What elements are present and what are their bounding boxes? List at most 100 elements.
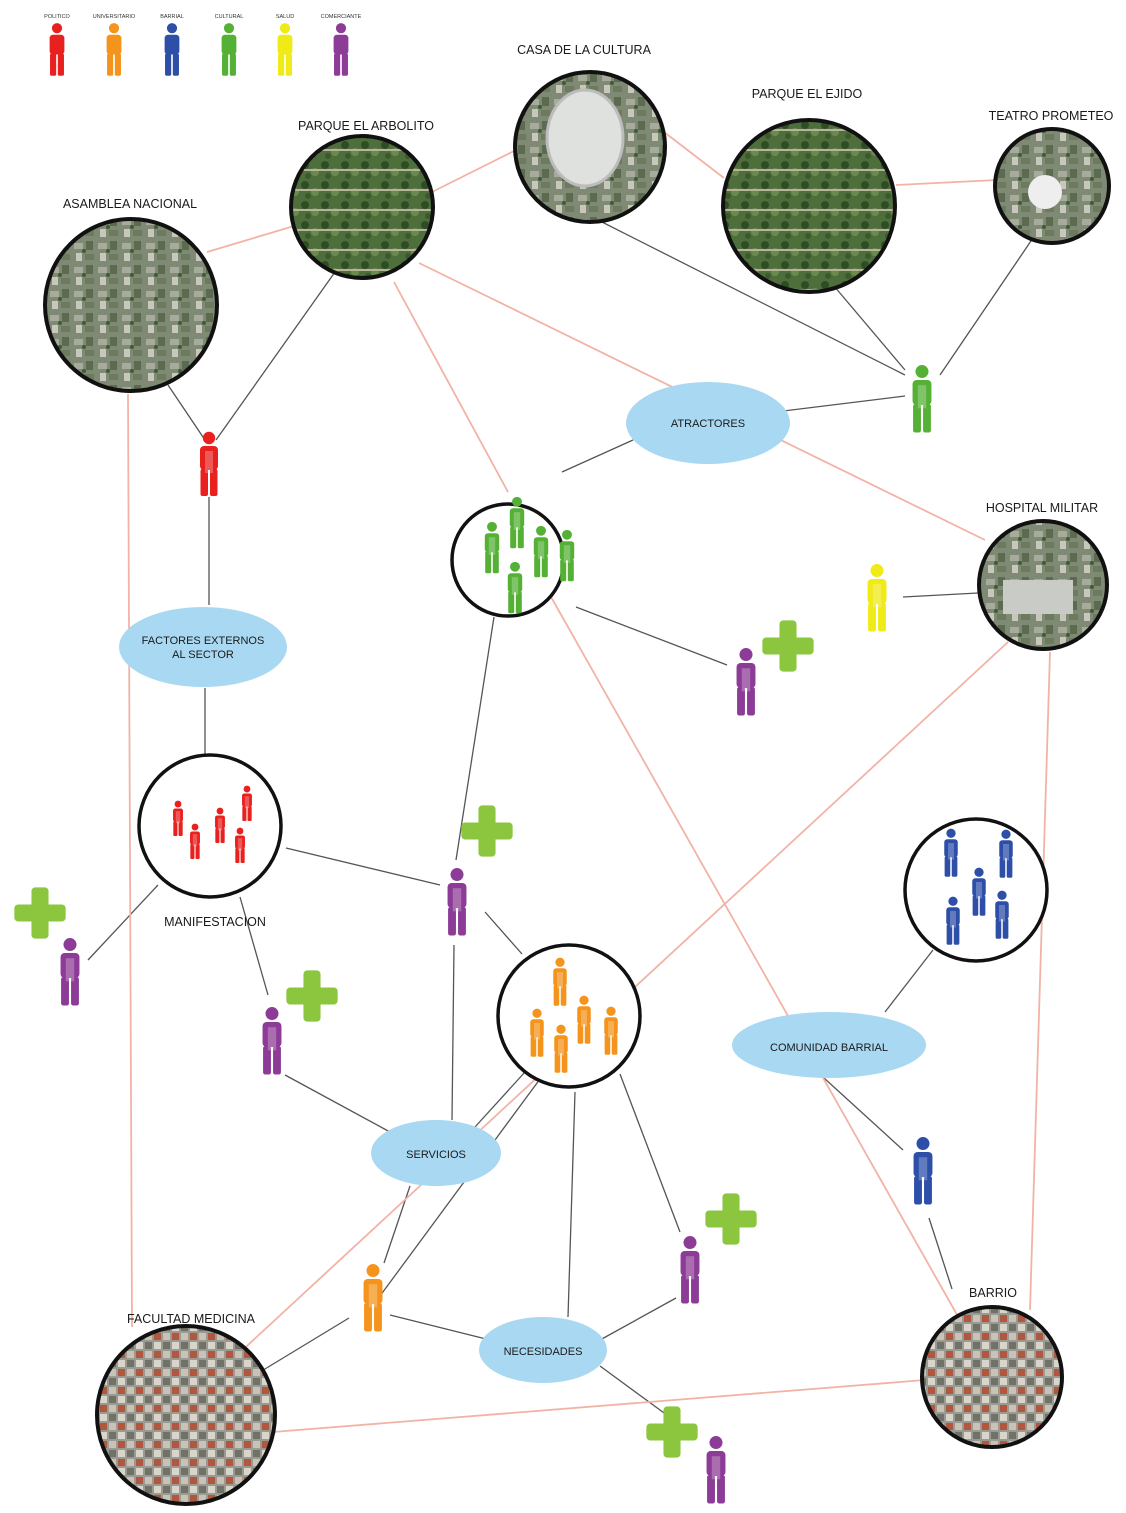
barrial-person[interactable] — [913, 1137, 933, 1205]
cultural-person[interactable] — [912, 365, 932, 433]
hospital-building — [1003, 580, 1073, 614]
cultural-member[interactable] — [484, 521, 500, 574]
link-line — [928, 1217, 953, 1290]
servicios-node[interactable] — [371, 1120, 501, 1186]
link-line — [259, 1317, 350, 1373]
universitario-member[interactable] — [554, 1024, 568, 1073]
ejido-label: PARQUE EL EJIDO — [752, 87, 863, 101]
link-line — [285, 847, 441, 886]
manifestacion-group-circle[interactable] — [137, 753, 283, 899]
salud-person[interactable] — [867, 564, 887, 632]
barrial-member[interactable] — [972, 867, 986, 916]
cultural-member[interactable] — [507, 561, 523, 614]
factores-label-line1: FACTORES EXTERNOS — [142, 635, 265, 647]
barrial-member[interactable] — [995, 890, 1009, 939]
legend-label: UNIVERSITARIO — [93, 14, 136, 20]
asamblea-photo[interactable] — [43, 217, 219, 393]
universitario-member[interactable] — [577, 995, 591, 1044]
plus-icon — [461, 805, 513, 857]
barrio-photo[interactable] — [920, 1305, 1064, 1449]
link-line — [284, 1074, 391, 1133]
barrial-member[interactable] — [944, 828, 958, 877]
legend-person-icon — [333, 23, 349, 76]
legend-label: SALUD — [276, 14, 294, 20]
link-line — [575, 606, 728, 666]
politico-person[interactable] — [200, 431, 218, 496]
comerciante-person[interactable] — [736, 648, 756, 716]
link-line — [663, 131, 725, 179]
link-line — [1029, 651, 1051, 1311]
link-line — [393, 281, 509, 493]
link-line — [167, 384, 206, 441]
link-line — [833, 285, 906, 371]
comerciante-person[interactable] — [60, 938, 80, 1006]
link-line — [597, 219, 906, 376]
comerciante-person[interactable] — [447, 868, 467, 936]
manifestacion-label: MANIFESTACION — [164, 915, 266, 929]
asamblea-label: ASAMBLEA NACIONAL — [63, 197, 197, 211]
link-line — [823, 1077, 904, 1151]
plus-icon — [14, 887, 66, 939]
link-line — [431, 149, 517, 193]
legend-person-icon — [106, 23, 122, 76]
legend-label: POLITICO — [44, 14, 70, 20]
universitario-member[interactable] — [604, 1006, 618, 1055]
link-line — [939, 237, 1034, 376]
barrial-member[interactable] — [946, 896, 960, 945]
link-line — [127, 393, 133, 1328]
politico-member[interactable] — [242, 785, 252, 821]
university-group-circle[interactable] — [496, 943, 642, 1089]
arbolito-photo[interactable] — [289, 134, 435, 280]
cultural-member[interactable] — [509, 496, 525, 549]
link-line — [376, 1078, 541, 1301]
comunidad-label: COMUNIDAD BARRIAL — [770, 1042, 888, 1054]
link-line — [215, 271, 336, 441]
hospital-label: HOSPITAL MILITAR — [986, 501, 1098, 515]
link-line — [272, 1379, 926, 1433]
link-line — [451, 944, 455, 1121]
comerciante-person[interactable] — [706, 1436, 726, 1504]
politico-member[interactable] — [215, 807, 225, 843]
medicina-photo[interactable] — [95, 1324, 277, 1506]
prometeo-building — [1028, 175, 1062, 209]
cultural-member[interactable] — [559, 529, 575, 582]
link-line — [87, 884, 159, 961]
legend-person-icon — [221, 23, 237, 76]
comerciante-person[interactable] — [262, 1007, 282, 1075]
medicina-label: FACULTAD MEDICINA — [127, 1312, 256, 1326]
comerciante-person[interactable] — [680, 1236, 700, 1304]
link-line — [455, 616, 495, 861]
comunidad-node[interactable] — [732, 1012, 926, 1078]
link-line — [567, 1091, 576, 1318]
atractores-label: ATRACTORES — [671, 418, 745, 430]
link-line — [206, 225, 295, 253]
factores-label-line2: AL SECTOR — [172, 649, 234, 661]
necesidades-node[interactable] — [479, 1317, 607, 1383]
link-line — [902, 592, 979, 598]
cultura-label: CASA DE LA CULTURA — [517, 43, 652, 57]
universitario-person[interactable] — [363, 1264, 383, 1332]
link-line — [884, 949, 934, 1013]
plus-icon — [762, 620, 814, 672]
plus-icon — [646, 1406, 698, 1458]
politico-member[interactable] — [235, 827, 245, 863]
politico-member[interactable] — [190, 823, 200, 859]
universitario-member[interactable] — [530, 1008, 544, 1057]
legend-person-icon — [49, 23, 65, 76]
factores-node[interactable] — [119, 607, 287, 687]
legend-person-icon — [277, 23, 293, 76]
prometeo-label: TEATRO PROMETEO — [989, 109, 1114, 123]
ejido-photo[interactable] — [721, 118, 897, 294]
servicios-label: SERVICIOS — [406, 1149, 466, 1161]
barrial-member[interactable] — [999, 829, 1013, 878]
people-figures — [14, 365, 1013, 1504]
link-line — [484, 911, 523, 955]
politico-member[interactable] — [173, 800, 183, 836]
link-line — [239, 896, 269, 996]
universitario-member[interactable] — [553, 957, 567, 1006]
legend-label: COMERCIANTE — [321, 14, 362, 20]
cultural-member[interactable] — [533, 525, 549, 578]
atractores-node[interactable] — [626, 382, 790, 464]
